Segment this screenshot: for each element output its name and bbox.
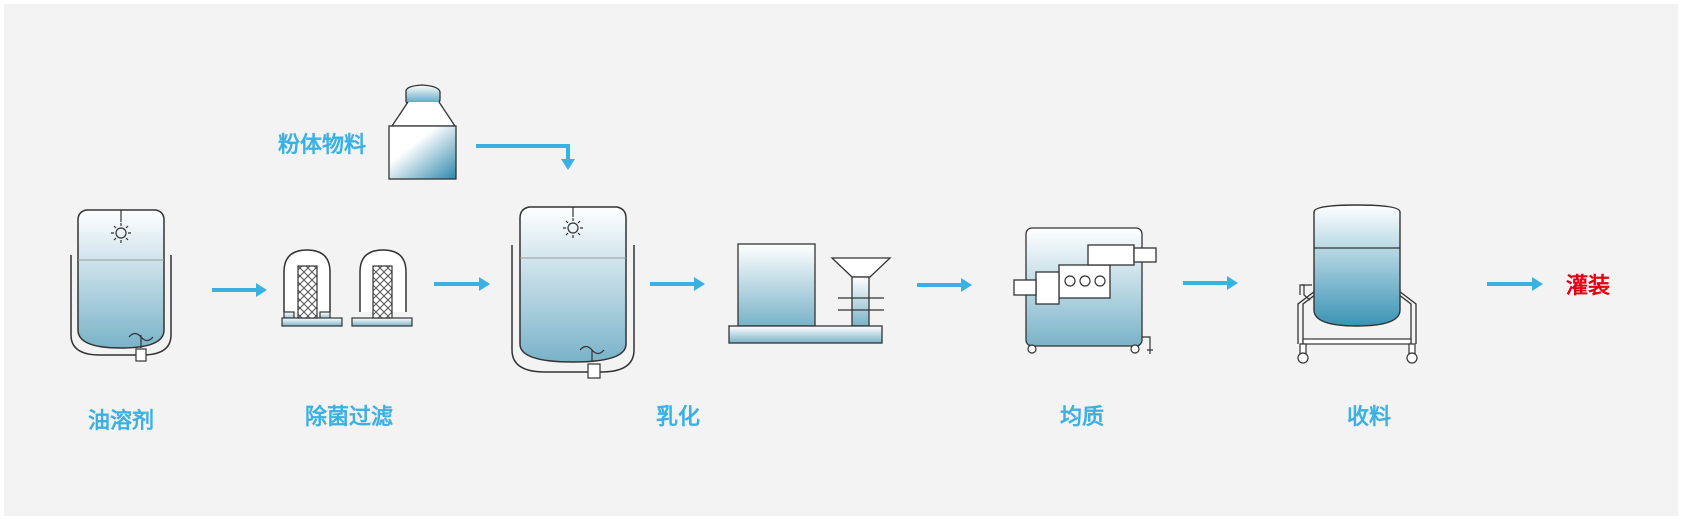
flow-arrow [917, 278, 972, 292]
step-label-oil-solvent: 油溶剂 [88, 408, 154, 434]
emulsification-tank [511, 206, 635, 379]
step-label-filling: 灌装 [1566, 273, 1610, 299]
agitator-motor-icon [115, 227, 127, 239]
powder-feed-arrow [476, 144, 575, 170]
homogenizer [1013, 227, 1157, 354]
flow-arrow [212, 283, 267, 297]
powder-bottle [388, 84, 457, 180]
oil-solvent-tank [70, 209, 172, 362]
collection-tank [1297, 204, 1418, 364]
step-label-collection: 收料 [1347, 404, 1391, 430]
flow-arrow [1487, 277, 1543, 291]
flow-arrow [1183, 276, 1238, 290]
emulsifier-machine [728, 243, 892, 344]
step-label-emulsification: 乳化 [656, 404, 700, 430]
motor-box [135, 348, 147, 362]
input-label-powder: 粉体物料 [278, 132, 366, 158]
sterile-filter-left [281, 249, 343, 327]
agitator-motor-icon [567, 222, 579, 234]
step-label-sterile-filtration: 除菌过滤 [305, 404, 393, 430]
flow-arrow [650, 277, 705, 291]
sterile-filter-right [351, 249, 413, 327]
flow-arrow [434, 277, 490, 291]
step-label-homogenization: 均质 [1060, 404, 1104, 430]
motor-box [587, 363, 601, 379]
